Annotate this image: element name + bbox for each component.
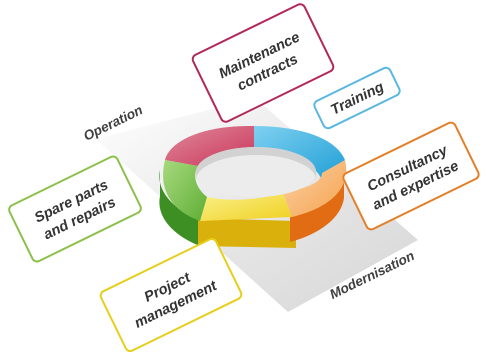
ring-segment-green [163, 160, 207, 221]
spare-parts-repairs-box: Spare parts and repairs [8, 155, 142, 263]
ring-side-yellow [198, 218, 296, 248]
training-box: Training [313, 66, 401, 130]
ring-side-green [159, 170, 200, 246]
ring-inner-hole [196, 147, 316, 197]
cycle-ring [159, 125, 347, 248]
ring-segment-red [165, 125, 254, 166]
maintenance-contracts-box: Maintenance contracts [191, 3, 335, 123]
ring-segment-orange [283, 160, 347, 217]
ring-segment-yellow [200, 193, 292, 221]
consultancy-expertise-box: Consultancy and expertise [342, 121, 480, 231]
project-management-box: Project management [99, 237, 243, 353]
ring-segment-blue [254, 126, 345, 180]
